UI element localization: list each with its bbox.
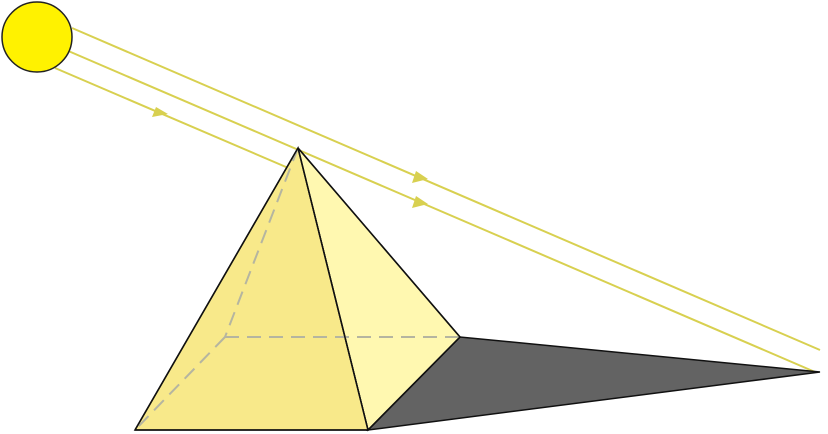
hidden-edge-apex-back (224, 147, 299, 338)
sun-ray-middle (65, 49, 816, 373)
edge-base-right (367, 336, 461, 431)
edge-apex-front-left (134, 147, 299, 431)
edge-apex-back-right (297, 147, 461, 338)
sun (1, 1, 73, 73)
pyramid-hidden-edges (134, 147, 460, 431)
sun-ray-top (71, 27, 821, 351)
sun-rays (54, 27, 821, 373)
ray-arrow-2 (412, 171, 428, 183)
ray-arrow-1 (152, 107, 168, 117)
sun-ray-bottom (54, 67, 301, 174)
ray-arrow-3 (412, 196, 428, 208)
edge-apex-front-right (297, 147, 369, 431)
pyramid-visible-edges (134, 147, 461, 431)
